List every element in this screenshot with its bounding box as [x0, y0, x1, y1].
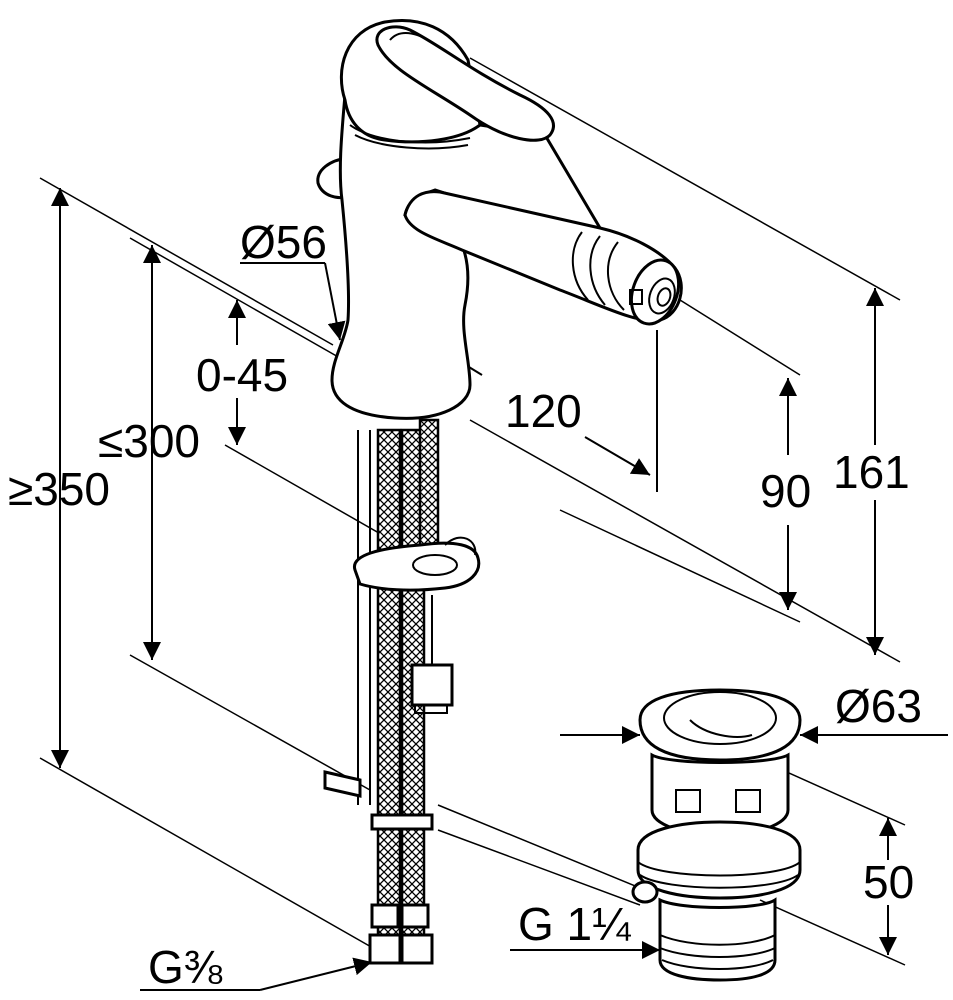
- label-reach-120: 120: [505, 385, 582, 437]
- label-height-50: 50: [863, 856, 914, 908]
- label-height-90: 90: [760, 465, 811, 517]
- label-diameter-56: Ø56: [240, 216, 327, 268]
- label-height-161: 161: [833, 446, 910, 498]
- spout: [403, 190, 683, 323]
- dimension-labels: Ø56 0-45 ≤300 ≥350 120 90 161 Ø63 50 G 1…: [8, 216, 922, 993]
- label-min-350: ≥350: [8, 463, 110, 515]
- dimension-arrows: [51, 188, 948, 991]
- faucet-body: [316, 19, 683, 420]
- label-thread-g114: G 1¼: [518, 898, 631, 950]
- fixing-nut: [410, 663, 454, 707]
- supply-hoses: [323, 418, 481, 965]
- dim-line-120-b: [584, 436, 651, 476]
- label-max-300: ≤300: [98, 415, 200, 467]
- label-adjust-0-45: 0-45: [196, 349, 288, 401]
- dim-line-g38: [259, 957, 373, 991]
- label-thread-g38: G⅜: [148, 941, 223, 993]
- connector-right: [400, 903, 430, 929]
- connector-left: [370, 903, 400, 929]
- aerator: [629, 258, 681, 326]
- lever: [375, 25, 555, 142]
- waste-tailpiece: [658, 897, 777, 982]
- waste-cap: [638, 688, 802, 762]
- hose-left: [376, 428, 402, 947]
- waste-valve: [631, 688, 802, 982]
- overflow-outlet: [631, 880, 659, 904]
- label-diameter-63: Ø63: [835, 680, 922, 732]
- dim-line-56: [324, 262, 346, 341]
- fixing-bracket: [353, 541, 481, 592]
- extension-lines: [39, 57, 906, 966]
- waste-nut: [636, 820, 802, 900]
